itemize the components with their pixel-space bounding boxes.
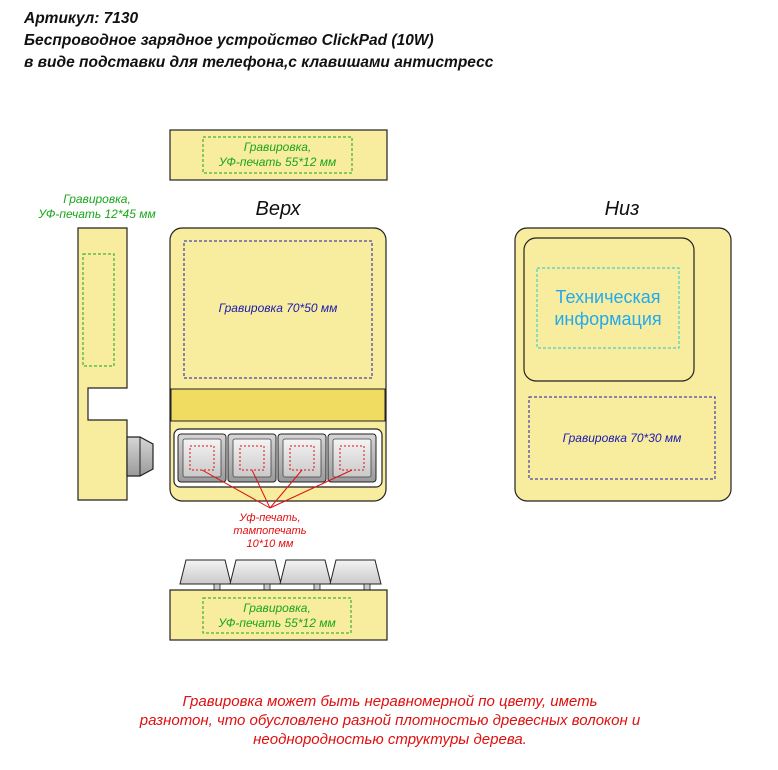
view-label-bottom: Низ — [604, 198, 640, 220]
top-face-print-zone — [183, 240, 373, 379]
bottom-edge-view — [169, 559, 388, 641]
charging-band — [170, 388, 386, 422]
key-1 — [177, 433, 227, 483]
product-title: Беспроводное зарядное устройство ClickPa… — [24, 32, 434, 49]
tech-info-recess — [523, 237, 695, 382]
key-3 — [277, 433, 327, 483]
top-edge-view — [169, 129, 388, 181]
bottom-face-view — [514, 227, 732, 502]
bottom-edge-print-zone — [202, 597, 352, 634]
key-2 — [227, 433, 277, 483]
key-4 — [327, 433, 377, 483]
bottom-face-zone-label: Гравировка 70*30 мм — [562, 431, 682, 445]
top-face-view — [169, 227, 387, 509]
side-zone-label: Гравировка, УФ-печать 12*45 мм — [38, 192, 156, 221]
article-number: Артикул: 7130 — [24, 10, 139, 27]
view-label-top: Верх — [255, 198, 301, 220]
key-row — [173, 428, 383, 488]
top-face-zone-label: Гравировка 70*50 мм — [218, 301, 338, 315]
tech-info-label: Техническая информация — [554, 287, 662, 329]
product-subtitle: в виде подставки для телефона,с клавишам… — [24, 54, 494, 71]
engraving-note: Гравировка может быть неравномерной по ц… — [139, 693, 641, 748]
bottom-edge-zone-label: Гравировка, УФ-печать 55*12 мм — [218, 601, 336, 630]
side-view — [77, 227, 154, 501]
bottom-face-print-zone — [528, 396, 716, 480]
key-leader-lines — [201, 469, 353, 509]
side-print-zone — [82, 253, 115, 367]
top-edge-print-zone — [202, 136, 353, 174]
top-edge-zone-label: Гравировка, УФ-печать 55*12 мм — [218, 140, 337, 169]
keys-zone-label: Уф-печать, тампопечать 10*10 мм — [233, 512, 307, 550]
edge-key-caps — [179, 559, 382, 591]
tech-info-zone — [536, 267, 680, 349]
